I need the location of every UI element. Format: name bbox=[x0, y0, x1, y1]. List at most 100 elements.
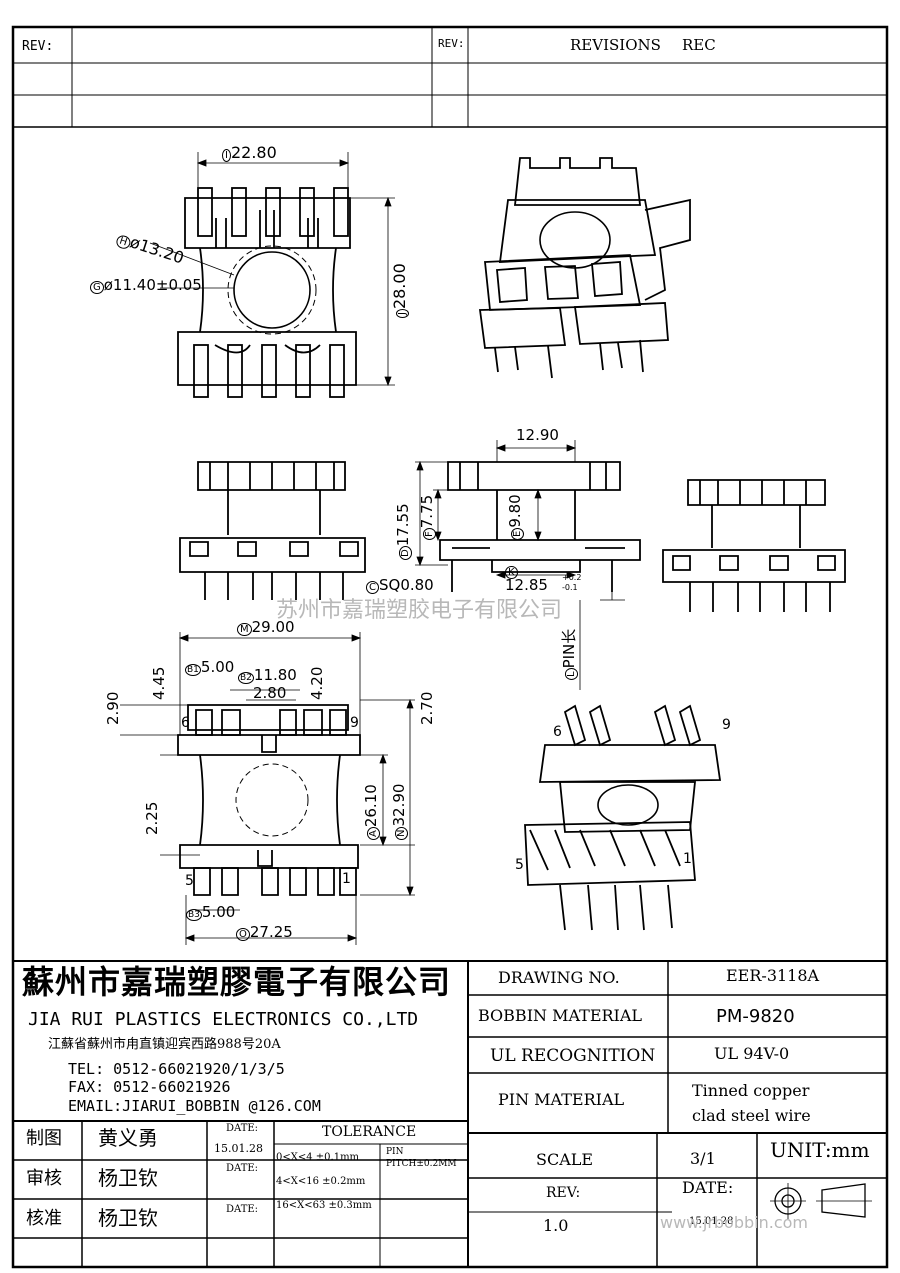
unit-label: UNIT:mm bbox=[770, 1138, 870, 1162]
company-name-en: JIA RUI PLASTICS ELECTRONICS CO.,LTD bbox=[28, 1009, 419, 1030]
dim-top-height-value: 28.00 bbox=[390, 263, 409, 310]
dim-pin-length-value: PIN长 bbox=[560, 628, 578, 669]
marker-g: G bbox=[90, 281, 104, 294]
dim-4-45: 4.45 bbox=[150, 666, 168, 700]
pin-label-1: 1 bbox=[342, 871, 351, 887]
dim-side-core-height: E9.80 bbox=[506, 494, 524, 540]
date-label: DATE: bbox=[682, 1178, 734, 1197]
marker-c: C bbox=[366, 581, 379, 594]
sign-name-approved: 杨卫钦 bbox=[98, 1206, 158, 1230]
dim-2-90: 2.90 bbox=[104, 691, 122, 725]
marker-l: L bbox=[565, 668, 578, 680]
dim-side-base-width-value: 12.85 bbox=[505, 576, 548, 594]
dim-bottom-base-width-value: 27.25 bbox=[249, 923, 293, 941]
marker-b1: B1 bbox=[185, 664, 201, 676]
dim-base-tol-plus: +0.2 bbox=[562, 573, 582, 582]
sign-role-approved: 核准 bbox=[26, 1208, 62, 1229]
dim-overall-height: N32.90 bbox=[390, 783, 408, 840]
ul-recognition-label: UL RECOGNITION bbox=[490, 1046, 656, 1066]
iso-pin-5: 5 bbox=[515, 857, 524, 873]
rev-label-right: REV: bbox=[438, 37, 465, 50]
sign-role-drawn: 制图 bbox=[26, 1128, 62, 1149]
marker-j: J bbox=[396, 309, 409, 318]
sign-name-drawn: 黄义勇 bbox=[98, 1126, 158, 1150]
dim-top-height: J28.00 bbox=[390, 263, 409, 318]
company-fax: FAX: 0512-66021926 bbox=[68, 1078, 231, 1096]
company-address: 江蘇省蘇州市甪直镇迎宾西路988号20A bbox=[48, 1037, 281, 1052]
marker-f: F bbox=[423, 528, 436, 540]
pin-pitch-value: PITCH±0.2MM bbox=[386, 1159, 457, 1169]
company-email: EMAIL:JIARUI_BOBBIN @126.COM bbox=[68, 1097, 321, 1115]
pin-material-line2: clad steel wire bbox=[692, 1106, 811, 1125]
dim-overall-height-value: 32.90 bbox=[390, 783, 408, 827]
sign-role-checked: 审核 bbox=[26, 1168, 62, 1189]
pin-material-label: PIN MATERIAL bbox=[498, 1090, 625, 1109]
marker-d: D bbox=[399, 546, 412, 560]
scale-value: 3/1 bbox=[690, 1149, 716, 1168]
dim-side-total-height: D17.55 bbox=[394, 503, 412, 560]
sign-name-checked: 杨卫钦 bbox=[98, 1166, 158, 1190]
marker-i: I bbox=[222, 149, 231, 162]
dim-pin-length: LPIN长 bbox=[560, 628, 578, 680]
tolerance-label: TOLERANCE bbox=[322, 1124, 417, 1140]
dim-side-total-height-value: 17.55 bbox=[394, 503, 412, 547]
company-tel: TEL: 0512-66021920/1/3/5 bbox=[68, 1060, 285, 1078]
pin-pitch-label: PIN bbox=[386, 1147, 404, 1157]
dim-center-width-value: 11.80 bbox=[253, 666, 297, 684]
dim-side-top-width: 12.90 bbox=[516, 426, 559, 444]
bobbin-material-label: BOBBIN MATERIAL bbox=[478, 1006, 643, 1025]
rev-label-left: REV: bbox=[22, 39, 54, 54]
marker-n: N bbox=[395, 826, 408, 840]
dim-pin-spacing-bottom-value: 5.00 bbox=[201, 903, 236, 921]
website: www.jrbobbin.com bbox=[660, 1213, 808, 1232]
dim-top-width-value: 22.80 bbox=[230, 143, 277, 162]
scale-label: SCALE bbox=[536, 1150, 594, 1169]
sign-date-label-drawn: DATE: bbox=[226, 1123, 259, 1134]
marker-o: O bbox=[236, 928, 250, 941]
ul-recognition-value: UL 94V-0 bbox=[714, 1044, 790, 1063]
dim-pin-spacing-value: 5.00 bbox=[200, 658, 235, 676]
rec-label: REC bbox=[682, 36, 716, 54]
marker-a: A bbox=[367, 827, 380, 840]
dim-side-flange-height-value: 7.75 bbox=[418, 494, 436, 529]
dim-overall-width-value: 29.00 bbox=[251, 618, 295, 636]
sign-date-label-checked: DATE: bbox=[226, 1163, 259, 1174]
rev-value: 1.0 bbox=[543, 1216, 569, 1235]
pin-label-9: 9 bbox=[350, 715, 359, 731]
sign-date-drawn: 15.01.28 bbox=[214, 1142, 263, 1155]
drawing-no-label: DRAWING NO. bbox=[498, 968, 620, 987]
dim-slot-width: 2.80 bbox=[253, 684, 287, 702]
dim-2-25: 2.25 bbox=[143, 801, 161, 835]
dim-window-height: A26.10 bbox=[362, 784, 380, 840]
pin-label-6: 6 bbox=[181, 715, 190, 731]
dim-4-20: 4.20 bbox=[308, 666, 326, 700]
iso-pin-1: 1 bbox=[683, 851, 692, 867]
dim-inner-dia-value: ø11.40±0.05 bbox=[103, 276, 202, 294]
drawing-no: EER-3118A bbox=[726, 966, 820, 985]
dim-side-flange-height: F7.75 bbox=[418, 494, 436, 540]
tolerance-row-1: 0<X<4 ±0.1mm bbox=[276, 1152, 360, 1163]
marker-b2: B2 bbox=[238, 672, 254, 684]
tolerance-row-2: 4<X<16 ±0.2mm bbox=[276, 1176, 366, 1187]
dim-pin-square-value: SQ0.80 bbox=[378, 576, 434, 594]
marker-e: E bbox=[511, 527, 524, 540]
iso-pin-6: 6 bbox=[553, 724, 562, 740]
dim-side-core-height-value: 9.80 bbox=[506, 494, 524, 528]
date-value: 15.01.28 bbox=[689, 1216, 734, 1227]
company-name-cn: 蘇州市嘉瑞塑膠電子有限公司 bbox=[22, 963, 452, 1001]
iso-pin-9: 9 bbox=[722, 717, 731, 733]
rev-label: REV: bbox=[546, 1185, 581, 1201]
watermark: 苏州市嘉瑞塑胶电子有限公司 bbox=[276, 598, 563, 623]
marker-k: K bbox=[505, 566, 518, 579]
sign-date-label-approved: DATE: bbox=[226, 1204, 259, 1215]
